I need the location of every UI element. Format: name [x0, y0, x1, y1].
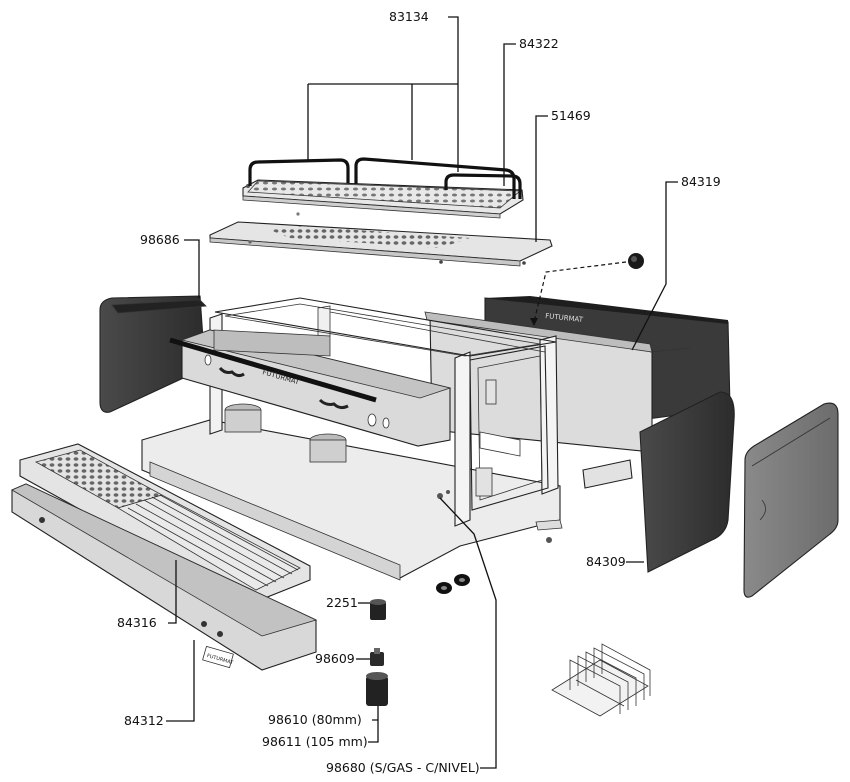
label-84319: 84319 [681, 174, 721, 189]
front-control-panel: FUTURMAT [169, 329, 452, 447]
small-clips [535, 519, 563, 543]
knob-cap [530, 253, 644, 326]
leader-lines [166, 16, 678, 769]
label-98680: 98680 (S/GAS - C/NIVEL) [326, 760, 480, 775]
right-outer-side-panel [743, 402, 839, 598]
left-side-panel [99, 295, 207, 413]
front-door-panel [639, 391, 735, 573]
foot-98610 [366, 672, 388, 706]
label-98686: 98686 [140, 232, 180, 247]
label-84322: 84322 [519, 36, 559, 51]
cup-warmer-grid [242, 179, 524, 219]
foot-2251 [370, 599, 386, 620]
label-2251: 2251 [326, 595, 358, 610]
label-84312: 84312 [124, 713, 164, 728]
leveler-98609 [370, 648, 384, 666]
front-drip-tray [19, 443, 311, 605]
label-51469: 51469 [551, 108, 591, 123]
cup-guard-rails [248, 157, 522, 199]
top-cover-sheet [209, 221, 553, 267]
label-83134: 83134 [389, 9, 429, 24]
part-labels: 83134 84322 51469 84319 98686 84309 2251… [117, 9, 721, 775]
label-98610: 98610 (80mm) [268, 712, 362, 727]
label-84309: 84309 [586, 554, 626, 569]
drying-rack [551, 643, 651, 717]
label-84316: 84316 [117, 615, 157, 630]
gas-level-fittings [436, 574, 470, 594]
label-98611: 98611 (105 mm) [262, 734, 368, 749]
label-98609: 98609 [315, 651, 355, 666]
lower-trim-strip [582, 459, 633, 489]
front-base-strip: FUTURMAT [11, 483, 318, 671]
chassis-frame [141, 297, 561, 581]
